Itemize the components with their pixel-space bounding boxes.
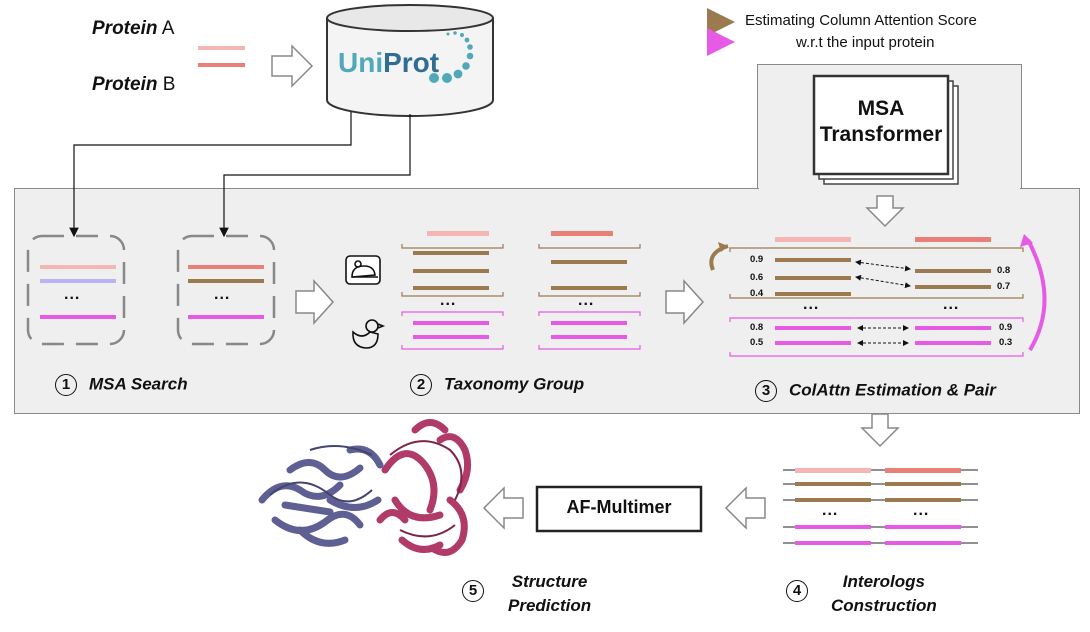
protein-structure-image (258, 419, 472, 556)
uniprot-logo: UniProt (338, 47, 439, 79)
ellipsis-tax-right: ... (578, 292, 595, 309)
protein-a-word: Protein (92, 18, 158, 39)
ellipsis-tax-left: ... (440, 292, 457, 309)
connector-db-to-msa-a (69, 112, 352, 238)
step-2-text: Taxonomy Group (444, 374, 585, 394)
protein-a-label: Protein A (92, 18, 174, 40)
msa-search-box-a (26, 234, 126, 346)
mouse-icon (345, 255, 381, 285)
step-4-line1: Interologs (842, 572, 925, 591)
score-left-brown-3: 0.4 (750, 288, 764, 299)
score-left-brown-1: 0.9 (750, 254, 764, 265)
connector-db-to-msa-b (219, 114, 411, 238)
hollow-arrow-step2-3 (665, 279, 705, 325)
score-right-brown-1: 0.8 (997, 265, 1011, 276)
step-5-label: 5 Structure Prediction (462, 570, 591, 618)
ellipsis-msa-b: ... (214, 286, 231, 303)
taxonomy-group-left (401, 231, 504, 350)
ellipsis-interologs-right: ... (913, 502, 930, 519)
step-2-label: 2 Taxonomy Group (410, 374, 584, 396)
msa-transformer-label: MSA Transformer (814, 96, 948, 148)
protein-b-word: Protein (92, 74, 158, 95)
interologs-block (783, 468, 978, 545)
chick-icon (352, 319, 386, 349)
score-left-magenta-1: 0.8 (750, 322, 764, 333)
af-multimer-label: AF-Multimer (566, 497, 672, 517)
ellipsis-colattn-left: ... (803, 296, 820, 313)
msa-transformer-line1: MSA (857, 97, 905, 120)
step-4-number: 4 (786, 580, 808, 602)
score-right-magenta-1: 0.9 (999, 322, 1013, 333)
hollow-arrow-step1-2 (295, 279, 335, 325)
legend-magenta-label: w.r.t the input protein (796, 34, 935, 51)
hollow-arrow-interologs-to-af (724, 486, 766, 530)
protein-b-label: Protein B (92, 74, 175, 96)
protein-a-letter: A (161, 18, 175, 39)
score-right-brown-2: 0.7 (997, 281, 1011, 292)
step-1-label: 1 MSA Search (55, 374, 188, 396)
ellipsis-interologs-left: ... (822, 502, 839, 519)
step-2-number: 2 (410, 374, 432, 396)
step-5-number: 5 (462, 580, 484, 602)
panel-join (758, 186, 1020, 191)
uniprot-logo-uni: Uni (338, 47, 384, 78)
step-3-text: ColAttn Estimation & Pair (789, 380, 996, 400)
step-5-line2: Prediction (508, 596, 592, 615)
ellipsis-msa-a: ... (64, 286, 81, 303)
score-right-magenta-2: 0.3 (999, 337, 1013, 348)
step-4-line2: Construction (831, 596, 937, 615)
msa-transformer-box (812, 74, 959, 185)
uniprot-database (326, 4, 494, 117)
protein-b-letter: B (162, 74, 176, 95)
score-left-brown-2: 0.6 (750, 272, 764, 283)
score-left-magenta-2: 0.5 (750, 337, 764, 348)
step-3-number: 3 (755, 380, 777, 402)
hollow-arrow-af-to-structure (482, 486, 524, 530)
legend-arrows (707, 8, 735, 56)
step-1-number: 1 (55, 374, 77, 396)
colattn-pairing (709, 234, 1047, 357)
step-1-text: MSA Search (89, 374, 188, 394)
step-3-label: 3 ColAttn Estimation & Pair (755, 380, 996, 402)
af-multimer-box (535, 485, 703, 533)
legend-brown-label: Estimating Column Attention Score (745, 12, 977, 29)
main-panel (14, 188, 1080, 414)
step-4-label: 4 Interologs Construction (786, 570, 937, 618)
hollow-arrow-down-transformer (865, 195, 905, 228)
step-5-line1: Structure (511, 572, 588, 591)
hollow-arrow-to-db (271, 44, 314, 88)
uniprot-logo-prot: Prot (383, 47, 440, 78)
input-protein-bars (198, 46, 245, 67)
ellipsis-colattn-right: ... (943, 296, 960, 313)
msa-search-box-b (176, 234, 276, 346)
hollow-arrow-down-interologs (860, 413, 900, 448)
taxonomy-group-right (538, 231, 641, 350)
msa-transformer-line2: Transformer (819, 123, 943, 146)
